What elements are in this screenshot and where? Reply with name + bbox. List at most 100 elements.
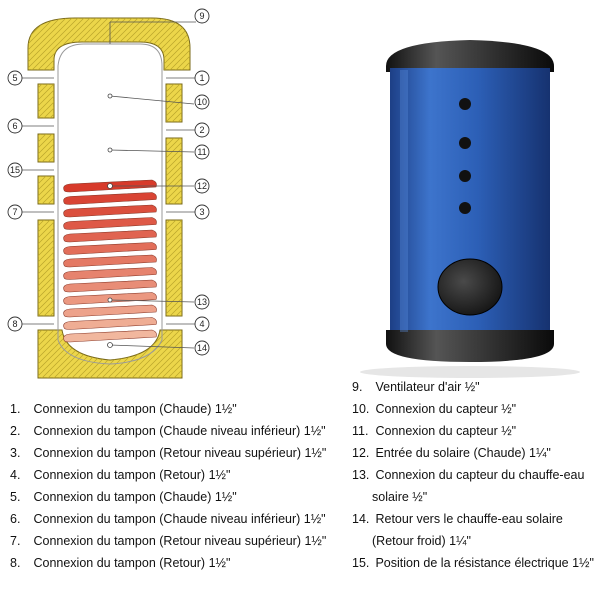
callout-number: 8 (12, 319, 17, 329)
legend-item: 10. Connexion du capteur ½" (352, 398, 600, 420)
legend-item-text: Connexion du tampon (Retour) 1½" (30, 468, 231, 482)
callout-9: 9 (194, 8, 210, 24)
callout-number: 2 (199, 125, 204, 135)
insulation-shell (27, 17, 191, 379)
solar-coil (63, 179, 157, 343)
callout-14: 14 (194, 340, 210, 356)
legend-right-column: 9. Ventilateur d'air ½"10. Connexion du … (352, 376, 600, 574)
coil-turn (63, 217, 157, 230)
legend-item: 3. Connexion du tampon (Retour niveau su… (10, 442, 350, 464)
coil-turn (63, 317, 157, 330)
tank-product-image (360, 40, 580, 378)
callout-number: 1 (199, 73, 204, 83)
callout-13: 13 (194, 294, 210, 310)
callout-number: 7 (12, 207, 17, 217)
tank-body (390, 68, 550, 332)
callout-3: 3 (194, 204, 210, 220)
legend-item-number: 15. (352, 556, 370, 570)
callout-number: 13 (197, 297, 207, 307)
legend-item-number: 3. (10, 446, 21, 460)
callout-number: 6 (12, 121, 17, 131)
callout-number: 9 (199, 11, 204, 21)
legend-item: 15. Position de la résistance électrique… (352, 552, 600, 574)
callout-5: 5 (7, 70, 23, 86)
legend-item-number: 11. (352, 424, 369, 438)
callout-12: 12 (194, 178, 210, 194)
callout-number: 5 (12, 73, 17, 83)
callout-number: 3 (199, 207, 204, 217)
legend-item: 2. Connexion du tampon (Chaude niveau in… (10, 420, 350, 442)
legend-item: 8. Connexion du tampon (Retour) 1½" (10, 552, 350, 574)
callout-10: 10 (194, 94, 210, 110)
legend-item: 4. Connexion du tampon (Retour) 1½" (10, 464, 350, 486)
callout-number: 4 (199, 319, 204, 329)
callout-6: 6 (7, 118, 23, 134)
point-12 (107, 183, 113, 189)
coil-turn (63, 242, 157, 255)
point-11 (107, 147, 113, 153)
port-4 (459, 202, 471, 214)
callout-number: 15 (10, 165, 20, 175)
coil-turn (63, 267, 157, 280)
legend-item-number: 4. (10, 468, 21, 482)
legend-item-number: 2. (10, 424, 21, 438)
legend-item: 1. Connexion du tampon (Chaude) 1½" (10, 398, 350, 420)
coil-turn (63, 204, 157, 218)
callout-7: 7 (7, 204, 23, 220)
callout-number: 11 (197, 147, 206, 157)
legend-item-text: Connexion du tampon (Chaude) 1½" (30, 402, 237, 416)
legend-item: 5. Connexion du tampon (Chaude) 1½" (10, 486, 350, 508)
legend-item-number: 6. (10, 512, 21, 526)
legend-left-column: 1. Connexion du tampon (Chaude) 1½"2. Co… (10, 398, 350, 574)
callout-15: 15 (7, 162, 23, 178)
legend-item-text: Position de la résistance électrique 1½" (372, 556, 594, 570)
legend-item-text: Connexion du capteur ½" (372, 424, 517, 438)
legend-item-text: Connexion du tampon (Chaude niveau infér… (30, 424, 326, 438)
legend-item-number: 9. (352, 380, 363, 394)
legend-item: 14. Retour vers le chauffe-eau solaire (… (352, 508, 600, 552)
insulation-right (165, 83, 183, 317)
callout-2: 2 (194, 122, 210, 138)
legend-item: 12. Entrée du solaire (Chaude) 1¼" (352, 442, 600, 464)
legend-item-text: Retour vers le chauffe-eau solaire (Reto… (372, 512, 563, 548)
legend-item: 11. Connexion du capteur ½" (352, 420, 600, 442)
legend-item-text: Connexion du tampon (Retour) 1½" (30, 556, 231, 570)
legend-item-text: Ventilateur d'air ½" (372, 380, 480, 394)
callout-number: 12 (197, 181, 207, 191)
legend-item-text: Entrée du solaire (Chaude) 1¼" (372, 446, 551, 460)
port-1 (459, 98, 471, 110)
leader-lines (22, 21, 196, 349)
legend-item-number: 7. (10, 534, 21, 548)
callout-11: 11 (194, 144, 210, 160)
inspection-flange (437, 258, 503, 316)
legend-item-text: Connexion du capteur du chauffe-eau sola… (372, 468, 585, 504)
callout-1: 1 (194, 70, 210, 86)
coil-turn (63, 192, 157, 205)
legend-item-number: 10. (352, 402, 370, 416)
coil-turn (63, 329, 157, 343)
point-14 (107, 342, 113, 348)
coil-turn (63, 229, 157, 243)
port-3 (459, 170, 471, 182)
coil-turn (63, 279, 157, 293)
callout-8: 8 (7, 316, 23, 332)
coil-turn (63, 254, 157, 268)
legend-item-number: 5. (10, 490, 21, 504)
tank-top-cap (386, 40, 554, 72)
legend-item-text: Connexion du tampon (Chaude niveau infér… (30, 512, 326, 526)
legend-item: 13. Connexion du capteur du chauffe-eau … (352, 464, 600, 508)
point-10 (107, 93, 113, 99)
point-13 (107, 297, 113, 303)
callout-4: 4 (194, 316, 210, 332)
callout-number: 10 (197, 97, 207, 107)
legend-item: 7. Connexion du tampon (Retour niveau su… (10, 530, 350, 552)
legend-item-number: 14. (352, 512, 370, 526)
callout-number: 14 (197, 343, 207, 353)
tank-bottom-cap (386, 330, 554, 362)
legend-item-text: Connexion du tampon (Retour niveau supér… (30, 534, 327, 548)
legend-item-number: 8. (10, 556, 21, 570)
legend-item-number: 13. (352, 468, 370, 482)
legend-item-text: Connexion du tampon (Chaude) 1½" (30, 490, 237, 504)
